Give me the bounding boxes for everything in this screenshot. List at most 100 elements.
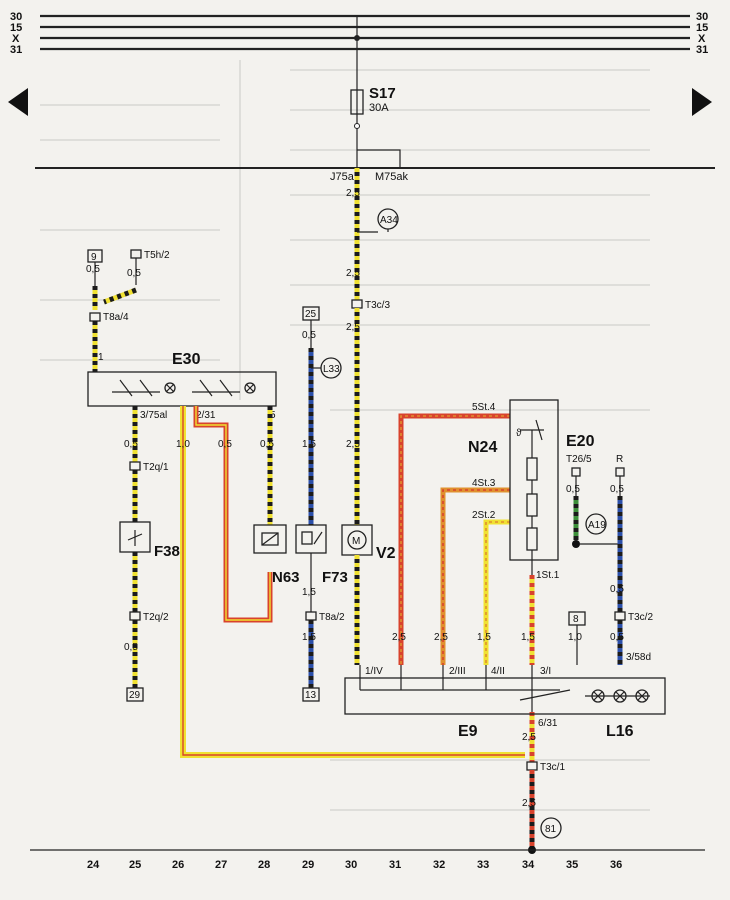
label-f73: F73 <box>322 569 348 586</box>
pin-n24-1: 1St.1 <box>536 570 560 581</box>
label-n24: N24 <box>468 439 497 456</box>
col-31: 31 <box>389 859 401 871</box>
fuse-name: S17 <box>369 85 396 102</box>
pin-e30-1: 1 <box>98 352 104 363</box>
wire-col-28: 0,5 N63 <box>253 406 300 586</box>
gauge-35-a: 0,5 <box>566 484 580 495</box>
bus-label-right-15: 15 <box>696 22 708 34</box>
col-26: 26 <box>172 859 184 871</box>
label-n63: N63 <box>272 569 300 586</box>
bus-label-left-15: 15 <box>10 22 22 34</box>
wire-col-34: 1,5 2,5 T3c/1 2,5 81 <box>521 575 565 854</box>
svg-text:M: M <box>352 536 360 547</box>
switch-e9: 1/IV 2/III 4/II 3/I 6/31 E9 L16 <box>344 665 666 740</box>
gauge-30-a: 2,5 <box>346 188 360 199</box>
gauge-29-a: 1,5 <box>302 439 316 450</box>
bus-label-left-x: X <box>12 33 20 45</box>
conn-t5h2: T5h/2 <box>144 250 170 261</box>
col-28: 28 <box>258 859 270 871</box>
column-numbers: 24 25 26 27 28 29 30 31 32 33 34 35 36 <box>87 859 622 871</box>
col-24: 24 <box>87 859 100 871</box>
ref-29: 29 <box>129 690 141 701</box>
ref-9: 9 <box>91 252 97 263</box>
gauge-27: 0,5 <box>218 439 232 450</box>
wire-col-26: 1,0 <box>176 406 525 758</box>
gauge-35-b: 1,0 <box>568 632 582 643</box>
bus-label-left-31: 31 <box>10 44 22 56</box>
pin-e9-6: 6/31 <box>538 718 558 729</box>
gauge-26: 1,0 <box>176 439 190 450</box>
conn-t3c1: T3c/1 <box>540 762 565 773</box>
relay-terminal-right: M75ak <box>375 171 409 183</box>
bus-label-left-30: 30 <box>10 11 22 23</box>
bus-lines: 30 15 X 31 30 15 X 31 <box>10 11 708 56</box>
conn-t3c2: T3c/2 <box>628 612 653 623</box>
gauge-29-b: 1,5 <box>302 587 316 598</box>
gauge-25-a: 0,5 <box>124 439 138 450</box>
wire-col-36: R 0,5 0,5 T3c/2 0,5 3/58d <box>610 454 653 665</box>
gauge-32: 2,5 <box>434 632 448 643</box>
wire-col-32: 2,5 <box>434 487 510 665</box>
label-e9: E9 <box>458 723 478 740</box>
fuse-s17: S17 30A <box>350 16 401 168</box>
pin-n24-4: 4St.3 <box>472 478 496 489</box>
gauge-30-c: 2,5 <box>346 322 360 333</box>
col-36: 36 <box>610 859 622 871</box>
ref-13: 13 <box>305 690 317 701</box>
pin-e9-4: 4/II <box>491 666 505 677</box>
wire-col-27: 0,5 <box>193 406 273 623</box>
col-33: 33 <box>477 859 489 871</box>
prev-page-arrow-icon[interactable] <box>8 88 28 116</box>
col-27: 27 <box>215 859 227 871</box>
col-29: 29 <box>302 859 314 871</box>
pin-e30-5: 5 <box>270 410 276 421</box>
label-r: R <box>616 454 623 465</box>
gauge-25-b: 0,5 <box>124 642 138 653</box>
pin-l16-3: 3/58d <box>626 652 651 663</box>
ref-81: 81 <box>545 824 557 835</box>
gauge-30-d: 2,5 <box>346 439 360 450</box>
wire-col-29: 25 0,5 1,5 F73 1,5 T8a/2 1,5 13 <box>295 306 348 702</box>
gauge-33: 1,5 <box>477 632 491 643</box>
wire-col-30: 2,5 2,5 A34 T3c/3 2,5 2,5 M V2 <box>341 168 399 665</box>
label-l33: L33 <box>323 364 340 375</box>
relay-terminal-left: J75al <box>330 171 356 183</box>
pin-e9-2: 2/III <box>449 666 466 677</box>
bus-label-right-31: 31 <box>696 44 708 56</box>
gauge-28: 0,5 <box>260 439 274 450</box>
svg-text:ϑ: ϑ <box>516 428 522 439</box>
conn-t8a2: T8a/2 <box>319 612 345 623</box>
ref-8: 8 <box>573 614 579 625</box>
pin-e9-3: 3/I <box>540 666 551 677</box>
label-v2: V2 <box>376 545 396 562</box>
gauge-36-a: 0,5 <box>610 484 624 495</box>
background-bleed <box>40 60 650 811</box>
gauge-29-top: 0,5 <box>302 330 316 341</box>
pin-e9-1: 1/IV <box>365 666 383 677</box>
conn-t8a4: T8a/4 <box>103 312 129 323</box>
resistor-n24: ϑ 5St.4 4St.3 2St.2 1St.1 N24 <box>468 399 560 581</box>
col-34: 34 <box>522 859 535 871</box>
next-page-arrow-icon[interactable] <box>692 88 712 116</box>
pin-e30-3: 3/75al <box>140 410 167 421</box>
col-32: 32 <box>433 859 445 871</box>
col-30: 30 <box>345 859 357 871</box>
wire-col-25-lower: 0,5 T2q/1 F38 T2q/2 0,5 29 <box>119 406 180 702</box>
label-f38: F38 <box>154 543 180 560</box>
label-e20: E20 <box>566 433 595 450</box>
gauge-31: 2,5 <box>392 632 406 643</box>
gauge-t5h2: 0,5 <box>127 268 141 279</box>
gauge-25-top: 0,5 <box>86 264 100 275</box>
gauge-34-a: 1,5 <box>521 632 535 643</box>
gauge-36-b: 0,5 <box>610 584 624 595</box>
conn-t26-5: T26/5 <box>566 454 592 465</box>
wire-t5h2: T5h/2 0,5 <box>103 249 170 305</box>
label-l16: L16 <box>606 723 634 740</box>
ref-25: 25 <box>305 309 317 320</box>
bus-label-right-x: X <box>698 33 706 45</box>
conn-t2q1: T2q/1 <box>143 462 169 473</box>
label-e30: E30 <box>172 351 201 368</box>
gauge-34-b: 2,5 <box>522 732 536 743</box>
pin-n24-5: 5St.4 <box>472 402 496 413</box>
